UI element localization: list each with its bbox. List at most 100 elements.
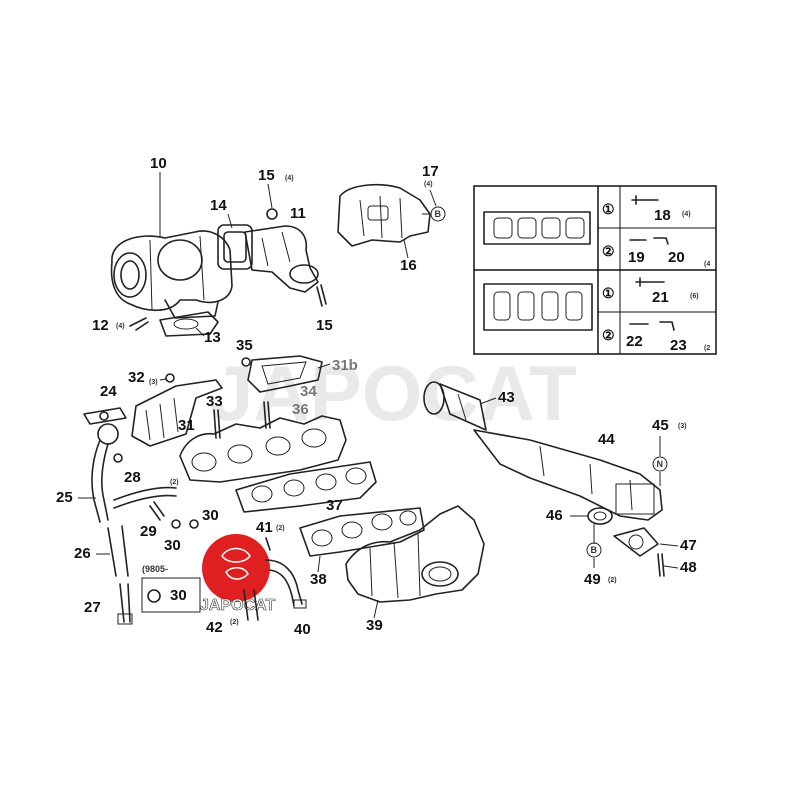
- qty-21: (6): [690, 293, 699, 300]
- hose-26: [107, 525, 129, 577]
- flange-24: [83, 407, 127, 425]
- label-43: 43: [498, 389, 515, 406]
- gasket-38: [299, 507, 425, 557]
- label-27: 27: [84, 599, 101, 616]
- inset-circle-2a: ②: [602, 243, 615, 259]
- label-14: 14: [210, 197, 227, 214]
- upper-manifold-36: [179, 415, 347, 483]
- stud-48: [657, 553, 665, 577]
- label-25: 25: [56, 489, 73, 506]
- bolt-41: [265, 537, 271, 551]
- label-31: 31: [178, 417, 195, 434]
- label-30c: 30: [170, 587, 187, 604]
- label-18: 18: [654, 207, 671, 224]
- label-41: 41: [256, 519, 273, 536]
- lower-manifold-39: [345, 505, 485, 603]
- label-32: 32: [128, 369, 145, 386]
- turbo-gasket-14: [217, 224, 253, 270]
- japocat-logo: JAPOCAT: [200, 534, 276, 614]
- turbo-elbow-11: [244, 225, 319, 293]
- label-17: 17: [422, 163, 439, 180]
- qty-49: (2): [608, 577, 617, 584]
- marker-b-top-text: B: [435, 209, 442, 219]
- label-16: 16: [400, 257, 417, 274]
- logo-text: JAPOCAT: [200, 597, 275, 614]
- nut-30a: [189, 519, 199, 529]
- qty-41: (2): [276, 525, 285, 532]
- nut-32: [165, 373, 175, 383]
- label-48: 48: [680, 559, 697, 576]
- label-23: 23: [670, 337, 687, 354]
- qty-42: (2): [230, 619, 239, 626]
- label-9805: (9805-: [142, 564, 168, 574]
- nut-35: [241, 357, 251, 367]
- qty-25: (2): [170, 479, 179, 486]
- elbow-46: [587, 507, 613, 525]
- label-47: 47: [680, 537, 697, 554]
- label-15b: 15: [316, 317, 333, 334]
- bolt-29: [149, 501, 165, 521]
- label-45: 45: [652, 417, 669, 434]
- label-39: 39: [366, 617, 383, 634]
- kit-box-30: [141, 577, 201, 613]
- label-29: 29: [140, 523, 157, 540]
- stud-15: [316, 284, 327, 307]
- label-13: 13: [204, 329, 221, 346]
- label-15a: 15: [258, 167, 275, 184]
- bolt-12: [129, 317, 149, 331]
- label-42: 42: [206, 619, 223, 636]
- pipe-27: [119, 583, 131, 623]
- label-11: 11: [290, 205, 306, 222]
- qty-17: (4): [424, 181, 433, 188]
- heat-shield-31: [131, 379, 223, 447]
- label-21: 21: [652, 289, 669, 306]
- label-46: 46: [546, 507, 563, 524]
- oil-pipe-25: [91, 423, 177, 523]
- label-30b: 30: [164, 537, 181, 554]
- label-10: 10: [150, 155, 167, 172]
- label-37: 37: [326, 497, 343, 514]
- marker-b-top: [430, 206, 446, 222]
- gasket-bolt-inset: ① ② ① ② 18 (4) 19 20 (4 21 (6) 22 23 (2: [473, 185, 717, 355]
- label-20: 20: [668, 249, 685, 266]
- pipe-43: [423, 381, 487, 431]
- turbocharger: [110, 230, 233, 319]
- label-49: 49: [584, 571, 601, 588]
- label-33: 33: [206, 393, 223, 410]
- qty-20: (4: [704, 261, 710, 268]
- heat-shield-16: [337, 183, 431, 247]
- marker-n: [652, 456, 668, 472]
- inset-circle-2b: ②: [602, 327, 615, 343]
- qty-15a: (4): [285, 175, 294, 182]
- marker-b-bottom-text: B: [591, 545, 598, 555]
- inset-circle-1a: ①: [602, 201, 615, 217]
- label-38: 38: [310, 571, 327, 588]
- bracket-40: [265, 559, 307, 609]
- label-19: 19: [628, 249, 645, 266]
- label-44: 44: [598, 431, 615, 448]
- nut-15-top: [266, 208, 278, 220]
- label-24: 24: [100, 383, 117, 400]
- label-22: 22: [626, 333, 643, 350]
- label-34: 34: [300, 383, 317, 400]
- pipe-42: [243, 589, 259, 621]
- label-28: 28: [124, 469, 141, 486]
- qty-32: (3): [149, 379, 158, 386]
- label-40: 40: [294, 621, 311, 638]
- exhaust-pipe-44: [473, 429, 663, 521]
- label-36: 36: [292, 401, 309, 418]
- qty-18: (4): [682, 211, 691, 218]
- washer-30b: [171, 519, 181, 529]
- label-12: 12: [92, 317, 109, 334]
- marker-n-text: N: [657, 459, 664, 469]
- bolt-28: [113, 453, 123, 463]
- gasket-47: [613, 527, 659, 557]
- qty-45: (3): [678, 423, 687, 430]
- label-26: 26: [74, 545, 91, 562]
- heat-shield-31b: [247, 355, 323, 393]
- qty-12: (4): [116, 323, 125, 330]
- label-31b: 31b: [332, 357, 358, 374]
- label-35: 35: [236, 337, 253, 354]
- qty-23: (2: [704, 345, 710, 352]
